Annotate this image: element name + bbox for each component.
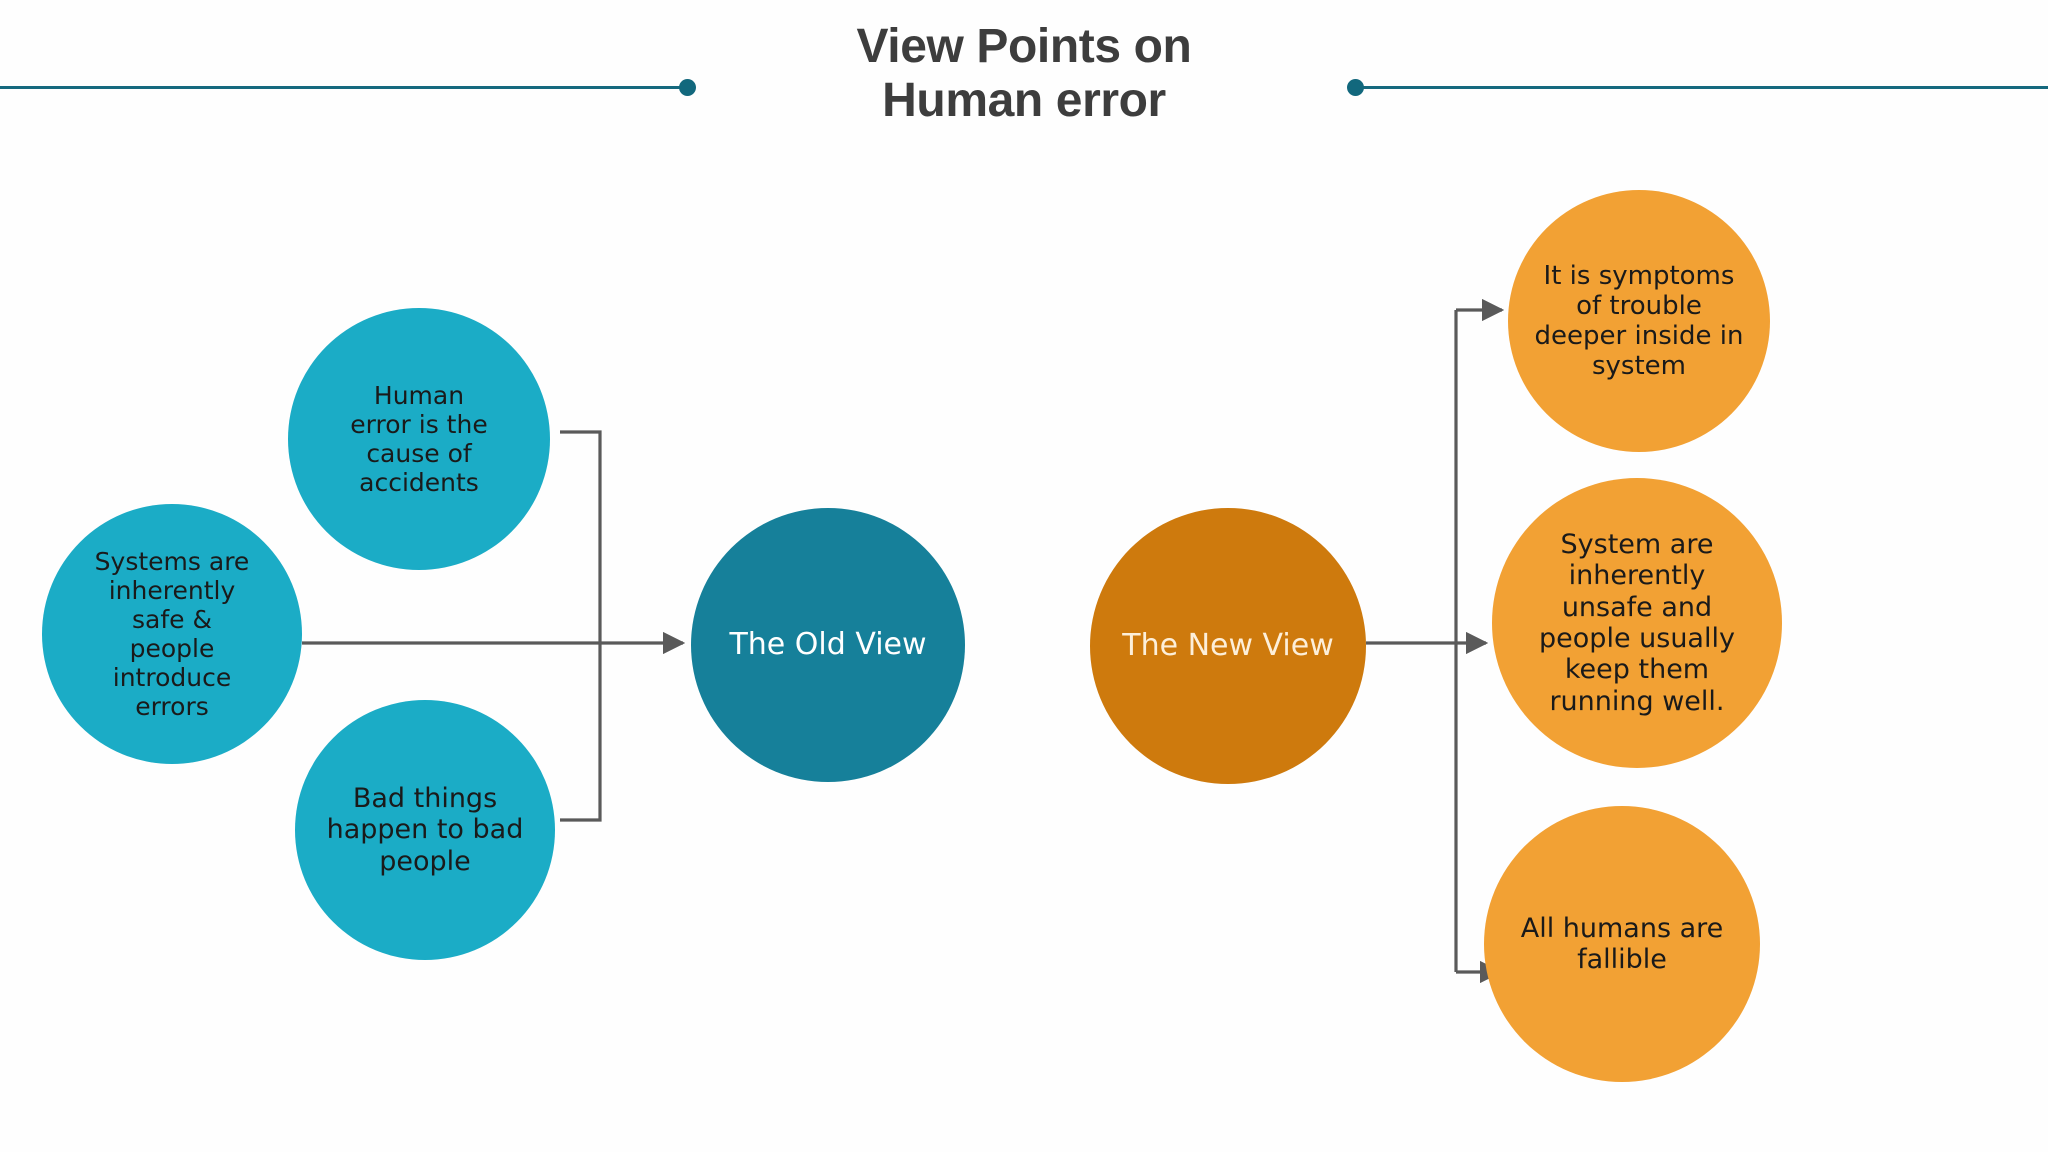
node-the-old-view-label: The Old View [729, 626, 927, 662]
node-symptoms-deeper-trouble-label: It is symptoms of trouble deeper inside … [1534, 260, 1744, 382]
header-rule-right [1355, 86, 2048, 89]
node-bad-things[interactable]: Bad things happen to bad people [295, 700, 555, 960]
node-systems-unsafe-label: System are inherently unsafe and people … [1539, 529, 1735, 717]
header-rule-left [0, 86, 690, 89]
node-systems-safe-label: Systems are inherently safe & people int… [94, 547, 250, 721]
page-title: View Points on Human error [856, 20, 1192, 127]
node-systems-unsafe[interactable]: System are inherently unsafe and people … [1492, 478, 1782, 768]
node-bad-things-label: Bad things happen to bad people [326, 783, 524, 877]
node-human-error-cause-label: Human error is the cause of accidents [350, 381, 488, 497]
new-view-connectors [1366, 298, 1505, 984]
header-dot-left-icon [679, 79, 696, 96]
node-symptoms-deeper-trouble[interactable]: It is symptoms of trouble deeper inside … [1508, 190, 1770, 452]
node-the-new-view-label: The New View [1122, 627, 1334, 663]
node-humans-fallible[interactable]: All humans are fallible [1484, 806, 1760, 1082]
node-the-new-view[interactable]: The New View [1090, 508, 1366, 784]
node-the-old-view[interactable]: The Old View [691, 508, 965, 782]
header-dot-right-icon [1347, 79, 1364, 96]
node-humans-fallible-label: All humans are fallible [1520, 912, 1724, 975]
node-systems-safe[interactable]: Systems are inherently safe & people int… [42, 504, 302, 764]
node-human-error-cause[interactable]: Human error is the cause of accidents [288, 308, 550, 570]
